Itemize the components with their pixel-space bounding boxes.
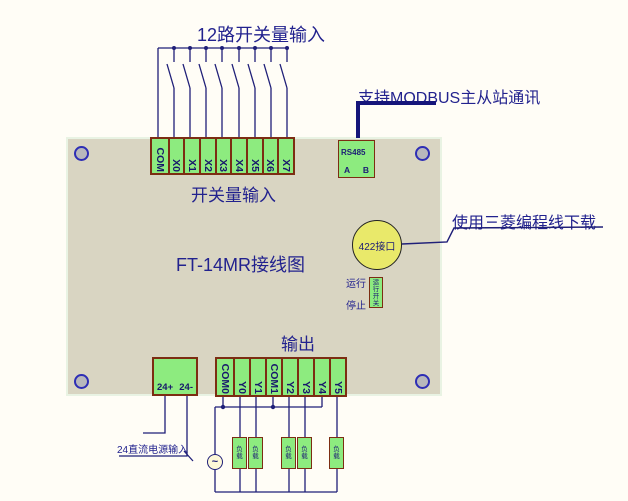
power-input-annotation: 24直流电源输入: [117, 445, 189, 456]
load-block: 负载: [281, 437, 296, 469]
terminal-x2: X2: [199, 139, 215, 173]
rs485-pin-b: B: [362, 165, 369, 175]
stop-label: 停止: [346, 301, 366, 312]
terminal-com1: COM1: [265, 359, 281, 395]
port-422: 422接口: [352, 220, 402, 270]
terminal-x0: X0: [167, 139, 184, 173]
input-terminal-block: COM X0 X1 X2 X3 X4 X5 X6 X7: [150, 137, 295, 175]
terminal-24plus: 24+: [157, 382, 174, 393]
terminal-com: COM: [153, 147, 166, 173]
terminal-y4: Y4: [313, 359, 329, 395]
terminal-com0: COM0: [219, 363, 231, 394]
terminal-x5: X5: [246, 139, 262, 173]
terminal-y1: Y1: [249, 359, 265, 395]
terminal-x6: X6: [261, 139, 278, 173]
input-section-label: 开关量输入: [191, 186, 276, 205]
terminal-y2: Y2: [281, 359, 297, 395]
power-terminal-block: 24+ 24-: [152, 357, 198, 396]
terminal-x3: X3: [214, 139, 231, 173]
mounting-hole-icon: [415, 146, 430, 161]
mounting-hole-icon: [415, 374, 430, 389]
terminal-y3: Y3: [297, 359, 313, 395]
load-block: 负载: [297, 437, 312, 469]
terminal-y0: Y0: [233, 359, 249, 395]
mounting-hole-icon: [74, 374, 89, 389]
input-title: 12路开关量输入: [197, 25, 326, 45]
terminal-x4: X4: [230, 139, 246, 173]
output-section-label: 输出: [281, 335, 315, 354]
rs485-port: RS485 A B: [338, 140, 375, 178]
load-block: 负载: [329, 437, 344, 469]
run-stop-switch: 运行开关: [369, 277, 383, 308]
load-block: 负载: [248, 437, 263, 469]
board-title: FT-14MR接线图: [176, 255, 306, 275]
terminal-24minus: 24-: [179, 382, 193, 393]
output-terminal-block: COM0 Y0 Y1 COM1 Y2 Y3 Y4 Y5: [215, 357, 347, 397]
rs485-pin-a: A: [344, 165, 351, 175]
terminal-x1: X1: [183, 139, 199, 173]
terminal-y5: Y5: [329, 359, 345, 395]
run-label: 运行: [346, 279, 366, 290]
ac-source-icon: ~: [207, 454, 223, 470]
load-block: 负载: [232, 437, 247, 469]
mounting-hole-icon: [74, 146, 89, 161]
terminal-x7: X7: [277, 139, 293, 173]
